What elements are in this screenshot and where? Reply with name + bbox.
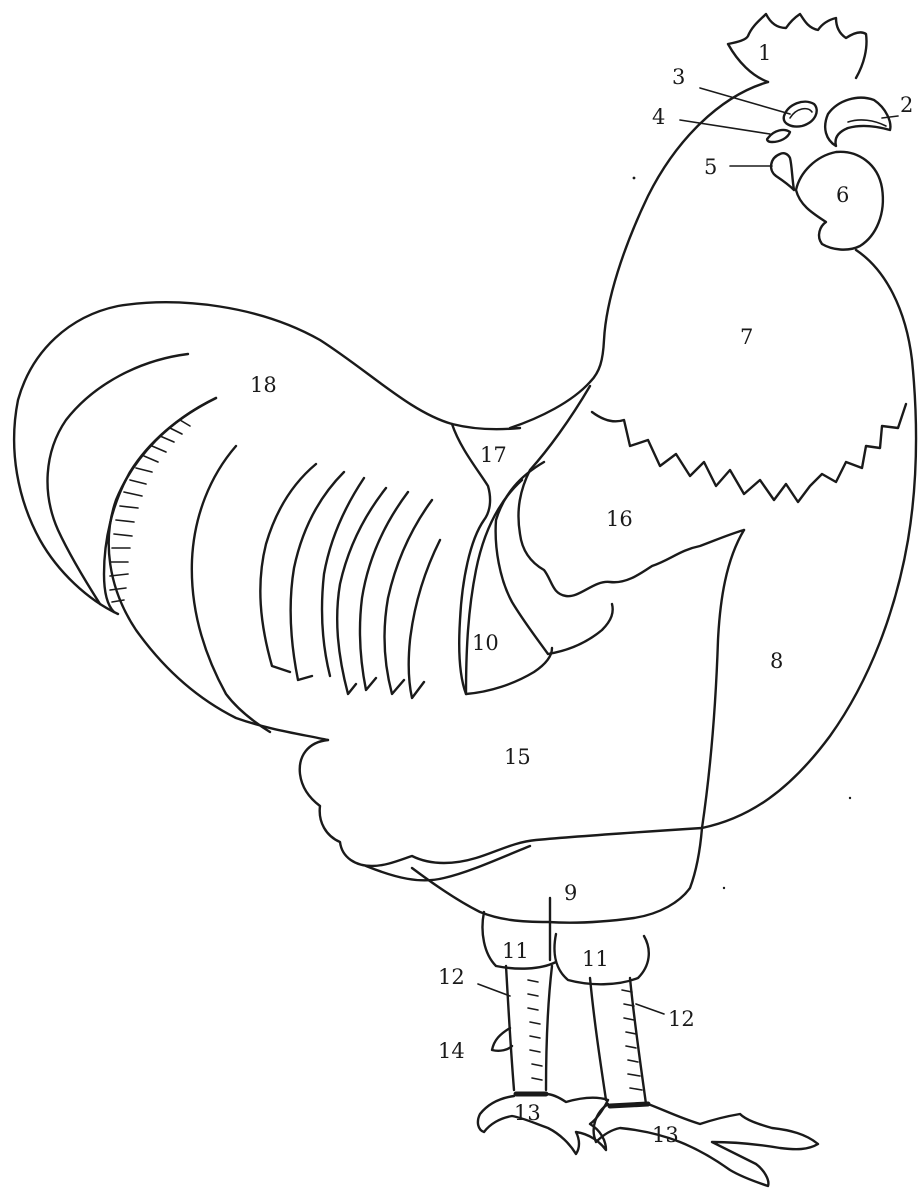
sickle-feather-4 [322,478,364,676]
label-comb: 1 [758,41,771,65]
label-earlobe: 5 [704,155,717,179]
comb-outline [728,14,867,82]
shank-left-outline [506,966,552,1090]
breast-outline [702,250,916,828]
label-shank-right: 12 [668,1007,695,1031]
label-tail: 18 [250,373,277,397]
label-saddle: 17 [480,443,507,467]
leader-shank-right [636,1004,664,1014]
toes-right-outline [594,1104,818,1186]
saddle-top [452,424,520,429]
label-shank-left: 12 [438,965,465,989]
wing-bow-outline [466,480,552,694]
label-neck-hackle: 7 [740,325,753,349]
label-toes-left: 13 [514,1101,541,1125]
tail-curve-1 [48,354,188,604]
label-thigh-left: 11 [502,939,529,963]
ear-drop [767,130,790,142]
wing-front-inner [496,462,613,654]
sickle-feather-6 [360,492,408,690]
toes-left-outline [478,1094,608,1154]
label-nostril-ear: 4 [652,105,665,129]
sickle-feather-1 [192,446,270,732]
shank-right-outline [590,978,646,1104]
eye-inner [790,109,812,118]
tail-outline [14,302,452,614]
sickle-feather-8 [409,540,440,698]
tail-feather-ribbed [104,398,216,612]
label-thigh-right: 11 [582,947,609,971]
breast-division [702,530,744,828]
leader-beak [882,116,898,118]
label-abdomen: 9 [564,881,577,905]
head-neck-outline [510,82,768,428]
tail-curve-2 [109,398,328,740]
label-breast: 8 [770,649,783,673]
shank-right-band [610,1104,648,1106]
sickle-feather-3 [291,472,344,680]
label-body-fluff: 15 [504,745,531,769]
label-wing-front: 16 [606,507,633,531]
earlobe-outline [771,153,794,190]
label-wattle: 6 [836,183,849,207]
label-eye: 3 [672,65,685,89]
shank-left-scales [528,980,542,1080]
label-toes-right: 13 [652,1123,679,1147]
body-fluff-outline [300,740,702,866]
wing-front-outline [518,386,744,596]
sickle-feather-2 [260,464,316,672]
label-spur: 14 [438,1039,465,1063]
label-beak: 2 [900,93,913,117]
label-wing-bow: 10 [472,631,499,655]
beak-outline [825,98,890,146]
leader-shank-left [478,984,510,996]
hackle-edge [592,404,906,502]
